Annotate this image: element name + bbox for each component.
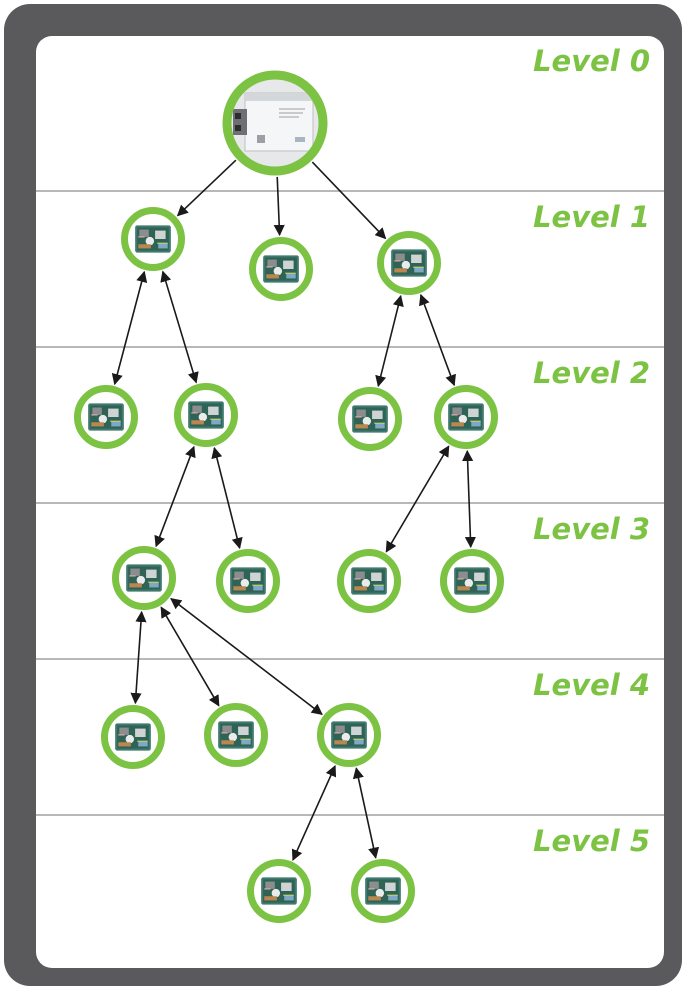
level-divider	[36, 190, 664, 192]
connection-arrow	[273, 176, 285, 237]
connection-arrow	[419, 293, 456, 387]
circuit-board-icon	[352, 405, 388, 433]
circuit-board-icon	[115, 723, 151, 751]
connection-arrow	[375, 294, 404, 388]
node-ring	[337, 549, 401, 613]
circuit-board-node[interactable]	[101, 705, 165, 769]
circuit-board-node[interactable]	[112, 546, 176, 610]
connection-arrow	[160, 270, 199, 384]
level-divider	[36, 346, 664, 348]
node-ring	[222, 70, 328, 176]
circuit-board-node[interactable]	[249, 237, 313, 301]
circuit-board-icon	[218, 721, 254, 749]
circuit-board-node[interactable]	[377, 231, 441, 295]
node-ring	[216, 549, 280, 613]
circuit-board-icon	[365, 877, 401, 905]
connection-arrow	[291, 764, 337, 862]
connection-arrow	[170, 597, 323, 716]
level-2-label: Level 2	[533, 356, 650, 390]
circuit-board-icon	[135, 225, 171, 253]
connection-arrow	[211, 446, 243, 550]
circuit-board-node[interactable]	[121, 207, 185, 271]
connection-arrow	[385, 445, 450, 553]
connection-arrow	[154, 445, 196, 548]
node-ring	[101, 705, 165, 769]
node-ring	[204, 703, 268, 767]
node-ring	[317, 703, 381, 767]
circuit-board-icon	[263, 255, 299, 283]
circuit-board-icon	[230, 567, 266, 595]
circuit-board-icon	[126, 564, 162, 592]
node-ring	[351, 859, 415, 923]
connection-arrow	[462, 449, 476, 549]
circuit-board-node[interactable]	[216, 549, 280, 613]
circuit-board-node[interactable]	[337, 549, 401, 613]
node-ring	[377, 231, 441, 295]
circuit-board-icon	[88, 403, 124, 431]
connection-arrow	[311, 161, 387, 240]
circuit-board-node[interactable]	[317, 703, 381, 767]
connection-arrow	[176, 159, 237, 217]
circuit-board-icon	[448, 403, 484, 431]
connection-arrow	[130, 610, 147, 705]
circuit-board-icon	[261, 877, 297, 905]
diagram-panel: Level 0 Level 1 Level 2 Level 3 Level 4 …	[36, 36, 664, 968]
circuit-board-icon	[454, 567, 490, 595]
node-ring	[247, 859, 311, 923]
level-divider	[36, 814, 664, 816]
circuit-board-node[interactable]	[247, 859, 311, 923]
circuit-board-node[interactable]	[338, 387, 402, 451]
level-1-label: Level 1	[533, 200, 650, 234]
level-0-label: Level 0	[533, 44, 650, 78]
gateway-node[interactable]	[222, 70, 328, 176]
connection-arrow	[352, 767, 380, 859]
circuit-board-node[interactable]	[351, 859, 415, 923]
connection-arrow	[160, 606, 220, 707]
circuit-board-node[interactable]	[440, 549, 504, 613]
node-ring	[434, 385, 498, 449]
level-divider	[36, 502, 664, 504]
circuit-board-node[interactable]	[74, 385, 138, 449]
level-divider	[36, 658, 664, 660]
circuit-board-node[interactable]	[174, 383, 238, 447]
level-4-label: Level 4	[533, 668, 650, 702]
circuit-board-icon	[188, 401, 224, 429]
diagram-frame: Level 0 Level 1 Level 2 Level 3 Level 4 …	[4, 4, 682, 986]
node-ring	[440, 549, 504, 613]
node-ring	[74, 385, 138, 449]
circuit-board-node[interactable]	[434, 385, 498, 449]
circuit-board-icon	[351, 567, 387, 595]
node-ring	[112, 546, 176, 610]
node-ring	[338, 387, 402, 451]
node-ring	[121, 207, 185, 271]
level-3-label: Level 3	[533, 512, 650, 546]
level-5-label: Level 5	[533, 824, 650, 858]
circuit-board-node[interactable]	[204, 703, 268, 767]
connection-arrow	[111, 270, 148, 386]
circuit-board-icon	[331, 721, 367, 749]
circuit-board-icon	[391, 249, 427, 277]
node-ring	[174, 383, 238, 447]
mesh-topology-diagram	[74, 70, 504, 923]
node-ring	[249, 237, 313, 301]
gateway-device-icon	[231, 79, 319, 167]
